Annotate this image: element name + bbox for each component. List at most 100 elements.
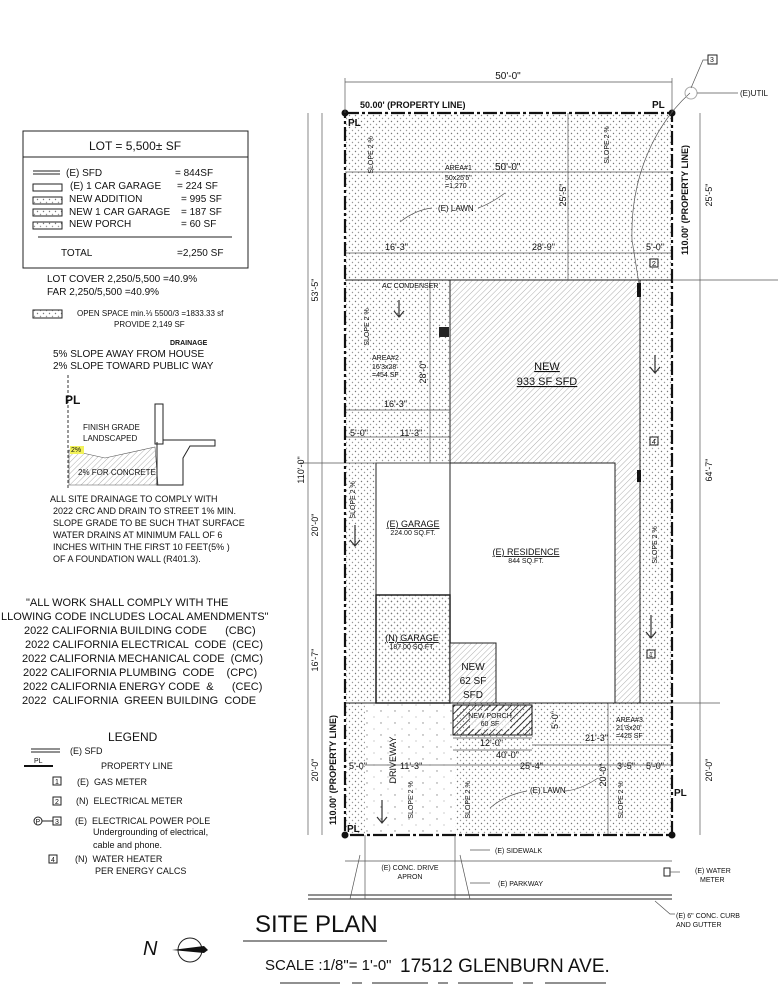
legend-label: (N) ELECTRICAL METER (76, 796, 183, 806)
pl-mark: PL (674, 788, 687, 799)
utility-pole-icon (684, 86, 698, 100)
area-label: =1,270 (445, 183, 467, 190)
meter-tag: 1 (649, 652, 653, 659)
lot-row-value: = 995 SF (181, 194, 222, 205)
slope-label: SLOPE 2 % (604, 126, 611, 163)
water-meter-label: METER (700, 877, 725, 884)
code-line: 2022 CALIFORNIA ENERGY CODE & (CEC) (23, 681, 262, 693)
drainage-heading: DRAINAGE (170, 340, 208, 347)
area-label: 16'3x28' (372, 364, 398, 371)
legend-note: cable and phone. (93, 840, 162, 850)
far: FAR 2,250/5,500 =40.9% (47, 287, 159, 298)
finish-grade: LANDSCAPED (83, 434, 137, 443)
e-residence-title: (E) RESIDENCE (492, 547, 559, 557)
code-line: 2022 CALIFORNIA PLUMBING CODE (CPC) (23, 667, 257, 679)
legend-label: (E) ELECTRICAL POWER POLE (75, 816, 210, 826)
area-label: 50x25'5" (445, 175, 472, 182)
side-dimension: 11'-3" (400, 428, 422, 438)
lawn-label: (E) LAWN (530, 786, 566, 795)
meter-tag: 3 (710, 57, 714, 64)
new-62-label: NEW (461, 662, 485, 673)
parkway-label: (E) PARKWAY (498, 881, 543, 888)
water-meter-label: (E) WATER (695, 868, 731, 875)
ac-label: AC CONDENSER (382, 283, 438, 290)
slope-label: SLOPE 2 % (618, 781, 625, 818)
pl-mark: PL (348, 118, 361, 129)
ac-condenser-icon (439, 327, 449, 337)
front-dimension: 20'-0" (598, 764, 608, 787)
left-dimension: 53'-5" (310, 279, 320, 302)
legend-note: PER ENERGY CALCS (95, 866, 186, 876)
top-dimension: 50'-0" (495, 71, 521, 82)
area-dimension: 25'-5" (558, 184, 568, 207)
open-space-provide: PROVIDE 2,149 SF (114, 320, 185, 329)
code-line: 2022 CALIFORNIA BUILDING CODE (CBC) (24, 625, 256, 637)
n-garage-title: (N) GARAGE (385, 633, 439, 643)
finish-grade: FINISH GRADE (83, 423, 140, 432)
drainage-detail: DRAINAGE 5% SLOPE AWAY FROM HOUSE 2% SLO… (50, 340, 245, 564)
row-dimension: 16'-3" (385, 242, 408, 252)
left-dimension: 110'-0" (296, 456, 306, 483)
area-dimension: 16'-3" (384, 399, 407, 409)
area-dimension: 21'-3" (585, 733, 608, 743)
right-dimension: 20'-0" (704, 759, 714, 782)
lot-row-value: = 844SF (175, 168, 213, 179)
new-62-label: SFD (463, 690, 483, 701)
water-meter-icon (663, 867, 671, 877)
area-label: 21'3x20' (616, 725, 642, 732)
drawing-title: SITE PLAN (255, 911, 378, 938)
new-62-label: 62 SF (460, 676, 487, 687)
curb-label: (E) 6" CONC. CURB (676, 913, 740, 920)
left-property-line: 110.00' (PROPERTY LINE) (328, 715, 338, 825)
porch-dimension: 5'-0" (550, 711, 560, 729)
new-sfd-label: NEW (534, 361, 560, 373)
right-property-line: 110.00' (PROPERTY LINE) (680, 145, 690, 255)
area-label: AREA#3 (616, 717, 643, 724)
lot-row-label: NEW PORCH (69, 219, 131, 230)
area-label: =454 SF (372, 372, 399, 379)
new-62sf-addition (449, 642, 497, 704)
area-dimension: 50'-0" (495, 162, 521, 173)
meter-tag: 2 (652, 261, 656, 268)
left-dimension: 16'-7" (310, 649, 320, 672)
drainage-note: OF A FOUNDATION WALL (R401.3). (53, 554, 201, 564)
pole-symbol: P (36, 819, 41, 826)
site-plan: 3 (E)UTIL 2 4 1 AC CONDENSER 50'-0" 50.0… (296, 54, 778, 929)
apron-label: (E) CONC. DRIVE (381, 865, 439, 872)
sidewalk-label: (E) SIDEWALK (495, 848, 543, 855)
drainage-line: 5% SLOPE AWAY FROM HOUSE (53, 349, 204, 360)
legend-tag: 4 (51, 857, 55, 864)
lot-row-label: NEW 1 CAR GARAGE (69, 207, 170, 218)
area-label: AREA#1 (445, 165, 472, 172)
legend-tag: 2 (55, 799, 59, 806)
right-dimension: 64'-7" (704, 459, 714, 482)
slope-label: SLOPE 2 % (368, 136, 375, 173)
legend-label: (N) WATER HEATER (75, 854, 163, 864)
front-dimension: 11'-3" (400, 761, 422, 771)
legend: LEGEND (E) SFD PL PROPERTY LINE 1 (E) GA… (24, 730, 210, 876)
n-garage-area: 187.00 SQ.FT. (389, 644, 434, 651)
front-dimension: 5'-0" (646, 761, 664, 771)
north-label: N (143, 938, 158, 960)
legend-pl-tag: PL (34, 758, 43, 765)
code-line: LLOWING CODE INCLUDES LOCAL AMENDMENTS" (1, 611, 269, 623)
drainage-arrow-icon (349, 300, 661, 824)
property-line (343, 111, 674, 837)
pl-symbol: PL (65, 393, 80, 407)
curb-label: AND GUTTER (676, 922, 722, 929)
e-residence-area: 844 SQ.FT. (508, 558, 543, 565)
porch-label: 60 SF (481, 721, 500, 728)
drainage-note: WATER DRAINS AT MINIMUM FALL OF 6 (53, 530, 222, 540)
project-address: 17512 GLENBURN AVE. (400, 956, 610, 977)
drainage-note: INCHES WITHIN THE FIRST 10 FEET(5% ) (53, 542, 230, 552)
code-line: 2022 CALIFORNIA MECHANICAL CODE (CMC) (22, 653, 263, 665)
side-dimension: 5'-0" (350, 428, 368, 438)
e-garage-title: (E) GARAGE (386, 519, 439, 529)
top-property-line: 50.00' (PROPERTY LINE) (360, 100, 466, 110)
grade-pct: 2% (71, 447, 81, 454)
area-dimension: 28'-0" (418, 361, 428, 384)
row-dimension: 28'-9" (532, 242, 555, 252)
area-label: =425 SF (616, 733, 643, 740)
front-dimension: 25'-4" (520, 761, 543, 771)
apron-label: APRON (398, 874, 423, 881)
